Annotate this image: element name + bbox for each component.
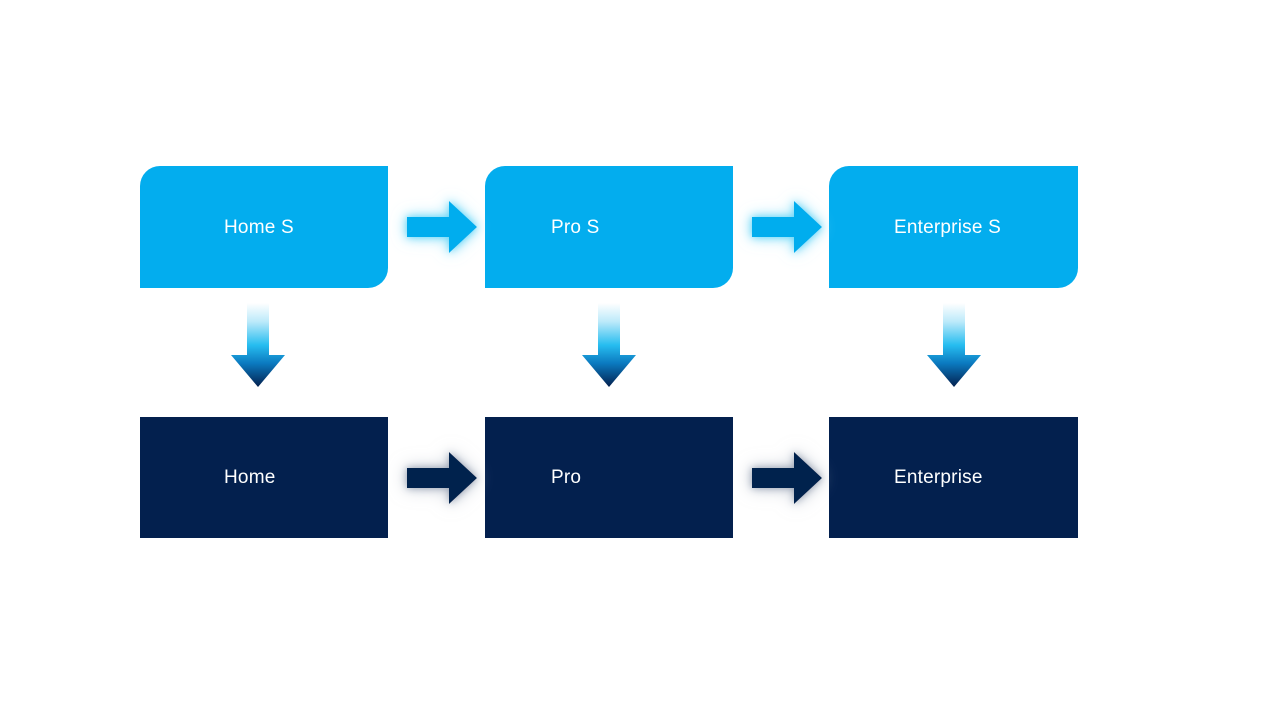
arrow-right-icon <box>405 448 479 508</box>
box-label: Home <box>224 467 276 488</box>
box-home-s[interactable]: Home S <box>140 166 388 288</box>
box-pro[interactable]: Pro <box>485 417 733 538</box>
box-enterprise[interactable]: Enterprise <box>829 417 1078 538</box>
arrow-down-icon <box>925 303 983 388</box>
arrow-down-icon <box>580 303 638 388</box>
box-label: Home S <box>224 216 294 238</box>
box-label: Enterprise S <box>894 216 1001 238</box>
arrow-down-icon <box>229 303 287 388</box>
box-pro-s[interactable]: Pro S <box>485 166 733 288</box>
box-home[interactable]: Home <box>140 417 388 538</box>
box-label: Pro S <box>551 216 600 238</box>
box-enterprise-s[interactable]: Enterprise S <box>829 166 1078 288</box>
arrow-right-icon <box>750 448 824 508</box>
box-label: Enterprise <box>894 467 983 488</box>
arrow-right-icon <box>750 197 824 257</box>
box-label: Pro <box>551 467 582 488</box>
arrow-right-icon <box>405 197 479 257</box>
